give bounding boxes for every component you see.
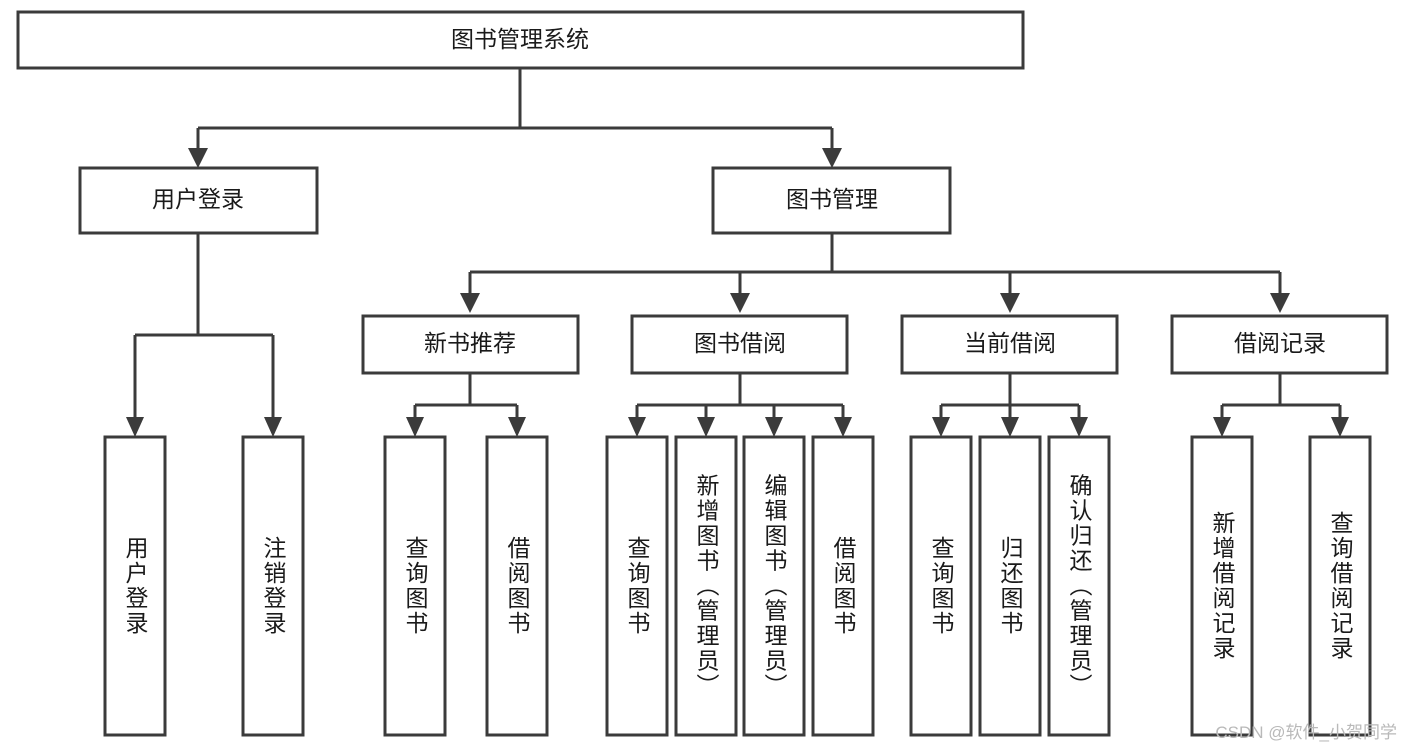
new-book-recommend-box[interactable] xyxy=(361,314,580,375)
book-management-label: 图书管理 xyxy=(786,186,878,212)
node-leaf-borrow-book-recommend[interactable]: 借阅图书 xyxy=(485,435,549,737)
book-management-box[interactable] xyxy=(711,166,952,235)
node-leaf-query-book-borrow[interactable]: 查询图书 xyxy=(605,435,669,737)
arrow-head-leaf-query-book-2 xyxy=(628,417,646,437)
leaf-return-book-label: 归还图书 xyxy=(997,536,1024,636)
leaf-query-borrow-record-label: 查询借阅记录 xyxy=(1327,511,1354,661)
node-leaf-confirm-return[interactable]: 确认归还（管理员） xyxy=(1047,435,1111,737)
leaf-query-book-recommend-label: 查询图书 xyxy=(402,536,429,636)
arrow-head-book-borrow xyxy=(730,293,750,313)
node-leaf-add-borrow-record[interactable]: 新增借阅记录 xyxy=(1190,435,1254,737)
user-login-box[interactable] xyxy=(78,166,319,235)
arrow-head-leaf-add-record xyxy=(1213,417,1231,437)
connector-group-new-book-leaves xyxy=(406,373,526,437)
arrow-head-borrow-record xyxy=(1270,293,1290,313)
node-book-management[interactable]: 图书管理 xyxy=(711,166,952,235)
leaf-add-book-box[interactable] xyxy=(674,435,738,737)
node-current-borrow[interactable]: 当前借阅 xyxy=(900,314,1119,375)
leaf-logout-label: 注销登录 xyxy=(260,536,287,636)
arrow-head-leaf-logout xyxy=(264,417,282,437)
node-leaf-user-login[interactable]: 用户登录 xyxy=(103,435,167,737)
current-borrow-label: 当前借阅 xyxy=(964,330,1056,356)
connector-group-root-to-level2 xyxy=(188,68,842,168)
arrow-head-leaf-borrow-book-2 xyxy=(834,417,852,437)
node-leaf-borrow-book[interactable]: 借阅图书 xyxy=(811,435,875,737)
leaf-borrow-book-recommend-box[interactable] xyxy=(485,435,549,737)
new-book-recommend-label: 新书推荐 xyxy=(424,330,516,356)
arrow-head-leaf-user-login xyxy=(126,417,144,437)
leaf-query-book-recommend-box[interactable] xyxy=(383,435,447,737)
arrow-head-new-book xyxy=(460,293,480,313)
node-leaf-return-book[interactable]: 归还图书 xyxy=(978,435,1042,737)
leaf-borrow-book-box[interactable] xyxy=(811,435,875,737)
leaf-borrow-book-label: 借阅图书 xyxy=(830,536,857,636)
user-login-label: 用户登录 xyxy=(152,186,244,212)
arrow-head-leaf-edit-book xyxy=(765,417,783,437)
arrow-head-leaf-add-book xyxy=(697,417,715,437)
leaf-edit-book-label: 编辑图书（管理员） xyxy=(761,474,788,699)
arrow-head-leaf-borrow-book-1 xyxy=(508,417,526,437)
connector-group-book-manage-to-level3 xyxy=(460,233,1290,313)
leaf-add-borrow-record-label: 新增借阅记录 xyxy=(1209,511,1236,661)
leaf-user-login-box[interactable] xyxy=(103,435,167,737)
root-label: 图书管理系统 xyxy=(451,26,589,52)
borrow-record-box[interactable] xyxy=(1170,314,1389,375)
arrow-head-current-borrow xyxy=(1000,293,1020,313)
connector-group-user-login-leaves xyxy=(126,233,282,437)
leaf-query-borrow-record-box[interactable] xyxy=(1308,435,1372,737)
connector-group-book-borrow-leaves xyxy=(628,373,852,437)
borrow-record-label: 借阅记录 xyxy=(1234,330,1326,356)
connector-group-current-borrow-leaves xyxy=(932,373,1088,437)
leaf-user-login-label: 用户登录 xyxy=(122,536,149,636)
leaf-confirm-return-box[interactable] xyxy=(1047,435,1111,737)
arrow-head-user-login xyxy=(188,148,208,168)
leaf-confirm-return-label: 确认归还（管理员） xyxy=(1066,474,1093,699)
arrow-head-leaf-query-book-1 xyxy=(406,417,424,437)
node-leaf-add-book[interactable]: 新增图书（管理员） xyxy=(674,435,738,737)
node-borrow-record[interactable]: 借阅记录 xyxy=(1170,314,1389,375)
arrow-head-leaf-query-book-3 xyxy=(932,417,950,437)
arrow-head-book-manage xyxy=(822,148,842,168)
arrow-head-leaf-return-book xyxy=(1001,417,1019,437)
arrow-head-leaf-query-record xyxy=(1331,417,1349,437)
book-borrow-label: 图书借阅 xyxy=(694,330,786,356)
leaf-query-book-borrow-box[interactable] xyxy=(605,435,669,737)
leaf-add-book-label: 新增图书（管理员） xyxy=(693,474,720,699)
node-new-book-recommend[interactable]: 新书推荐 xyxy=(361,314,580,375)
leaf-borrow-book-recommend-label: 借阅图书 xyxy=(504,536,531,636)
node-root-book-management-system[interactable]: 图书管理系统 xyxy=(16,10,1025,70)
connector-group-borrow-record-leaves xyxy=(1213,373,1349,437)
leaf-edit-book-box[interactable] xyxy=(742,435,806,737)
arrow-head-leaf-confirm-return xyxy=(1070,417,1088,437)
node-leaf-query-book-recommend[interactable]: 查询图书 xyxy=(383,435,447,737)
node-book-borrow[interactable]: 图书借阅 xyxy=(630,314,849,375)
current-borrow-box[interactable] xyxy=(900,314,1119,375)
node-leaf-edit-book[interactable]: 编辑图书（管理员） xyxy=(742,435,806,737)
leaf-query-book-borrow-label: 查询图书 xyxy=(624,536,651,636)
node-leaf-query-borrow-record[interactable]: 查询借阅记录 xyxy=(1308,435,1372,737)
leaf-logout-box[interactable] xyxy=(241,435,305,737)
node-leaf-logout[interactable]: 注销登录 xyxy=(241,435,305,737)
leaf-return-book-box[interactable] xyxy=(978,435,1042,737)
csdn-watermark: CSDN @软件_小贺同学 xyxy=(1215,723,1397,742)
book-borrow-box[interactable] xyxy=(630,314,849,375)
leaf-add-borrow-record-box[interactable] xyxy=(1190,435,1254,737)
node-leaf-query-book-current[interactable]: 查询图书 xyxy=(909,435,973,737)
root-box[interactable] xyxy=(16,10,1025,70)
leaf-query-book-current-label: 查询图书 xyxy=(928,536,955,636)
node-user-login[interactable]: 用户登录 xyxy=(78,166,319,235)
leaf-query-book-current-box[interactable] xyxy=(909,435,973,737)
